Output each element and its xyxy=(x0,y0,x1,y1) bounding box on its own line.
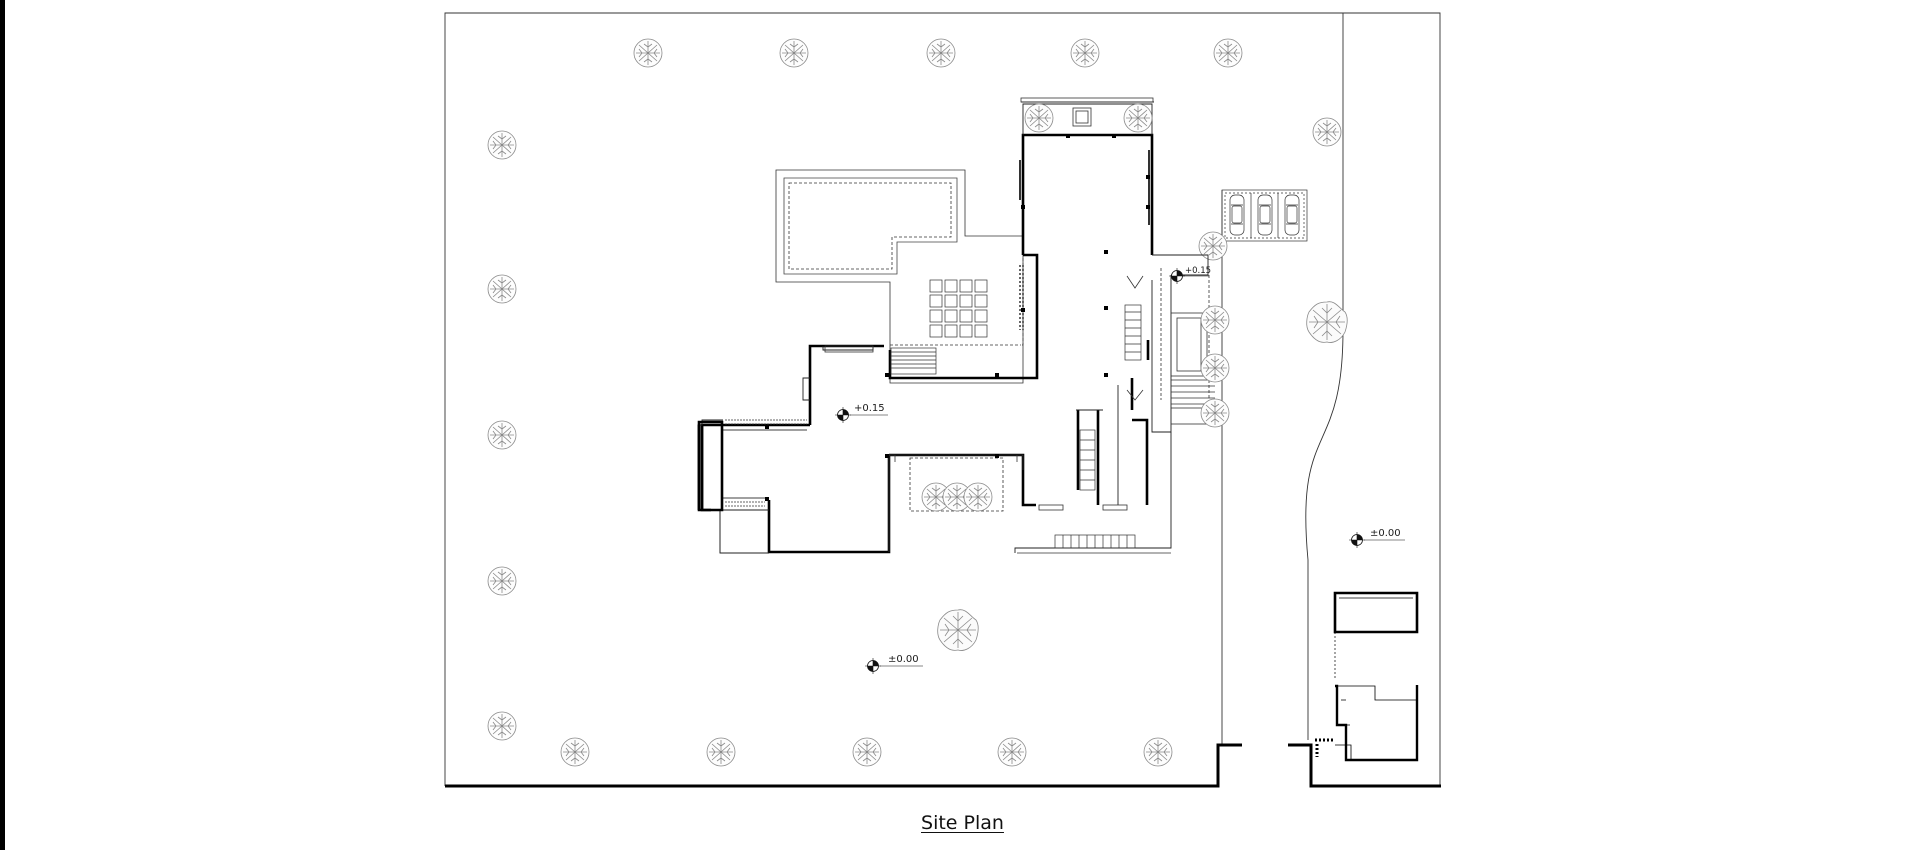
structural-columns xyxy=(765,134,1150,501)
entry-steps xyxy=(1160,268,1230,428)
doors xyxy=(824,275,1144,511)
level-marker-driveway: ±0.00 xyxy=(1348,528,1405,549)
entry-portico xyxy=(1020,97,1154,133)
parking-bays xyxy=(1198,189,1308,261)
stairs xyxy=(890,304,1171,554)
level-label-entry: +0.15 xyxy=(1185,266,1211,276)
drawing-sheet: +0.15 +0.15 ±0.00 ±0.00 Site Plan xyxy=(5,0,1920,850)
service-block xyxy=(1333,591,1419,762)
internal-garden xyxy=(888,454,1024,552)
level-marker-interior: +0.15 xyxy=(834,403,888,424)
level-label-interior: +0.15 xyxy=(854,403,885,414)
courtyard-paving-grid xyxy=(890,258,1024,346)
swimming-pool xyxy=(775,169,1024,384)
level-marker-garden: ±0.00 xyxy=(864,654,923,675)
gate-hatch xyxy=(1315,738,1335,757)
level-marker-entry: +0.15 xyxy=(1168,266,1211,285)
boundary-wall-south xyxy=(445,743,1441,788)
site-boundary xyxy=(444,12,1441,786)
level-label-garden: ±0.00 xyxy=(888,654,919,665)
level-label-driveway: ±0.00 xyxy=(1370,528,1401,539)
drawing-title: Site Plan xyxy=(921,812,1004,834)
glazing xyxy=(701,150,1153,500)
west-terrace xyxy=(697,419,807,512)
site-plan-drawing: +0.15 +0.15 ±0.00 ±0.00 xyxy=(444,12,1441,788)
